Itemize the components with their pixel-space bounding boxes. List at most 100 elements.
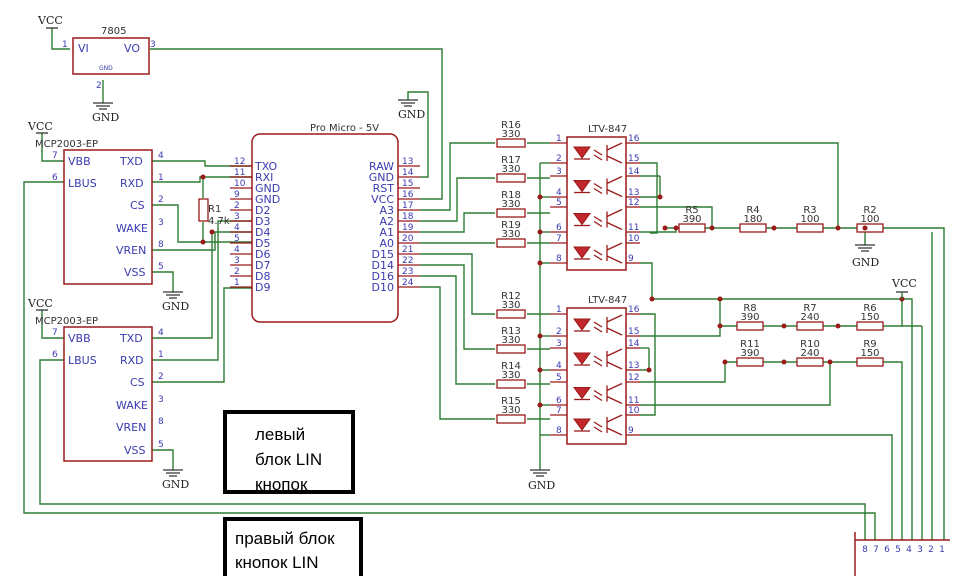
pro-micro-pin-label: VCC [371, 193, 394, 206]
pro-micro-pin-label: GND [369, 171, 394, 184]
opto-pin-number: 13 [628, 188, 639, 198]
resistor-ladder [678, 223, 706, 233]
pro-micro-pin-number: 24 [402, 278, 414, 288]
opto-top-name: LTV-847 [588, 124, 627, 135]
transistor-collector [606, 175, 623, 185]
resistor-series-value: 330 [501, 300, 520, 311]
resistor-series-ref: R14 [501, 361, 521, 372]
mcp-top-pin: 2 [158, 195, 164, 205]
pro-micro-pin-number: 23 [402, 267, 413, 277]
connector-pin-number: 4 [906, 545, 912, 555]
opto-pin-number: 8 [556, 254, 562, 264]
resistor-ladder-ref: R6 [863, 303, 876, 314]
regulator-7805: 7805 VI VO GND 1 3 2 [62, 26, 156, 91]
transistor-emitter [606, 327, 623, 336]
resistor-ladder [796, 223, 824, 233]
connector-pin-number: 1 [939, 545, 945, 555]
transistor-collector [606, 208, 623, 218]
light-arrow-icon [593, 355, 603, 362]
note-right-block: правый блок кнопок LIN [223, 517, 363, 576]
vcc-label: VCC [27, 120, 53, 133]
opto-pin-number: 4 [556, 361, 562, 371]
transistor-emitter [606, 221, 623, 231]
resistor-ladder-value: 390 [740, 348, 759, 359]
vcc-label: VCC [891, 277, 917, 290]
transistor-emitter [606, 255, 623, 264]
resistor-series-ref: R13 [501, 326, 521, 337]
gnd-label: GND [162, 300, 189, 313]
opto-pin-number: 3 [556, 339, 562, 349]
connector-pin-number: 8 [862, 545, 868, 555]
resistor-ladder-value: 100 [800, 214, 819, 225]
vcc-label: VCC [37, 14, 63, 27]
pro-micro-pin-label: A2 [379, 215, 394, 228]
mcp-bottom-pin: 2 [158, 372, 164, 382]
pro-micro-pin-number: 15 [402, 179, 413, 189]
resistor-ladder [796, 357, 824, 367]
mcp-bottom-pin-label: TXD [119, 332, 143, 345]
resistor-series-ref: R18 [501, 190, 521, 201]
resistor-ladder [736, 357, 764, 367]
resistor-series-ref: R15 [501, 396, 521, 407]
opto-pin-number: 8 [556, 426, 562, 436]
resistor-series [496, 238, 526, 248]
connector-pin-number: 6 [884, 545, 890, 555]
resistor-series [496, 344, 526, 354]
led-icon [573, 318, 591, 331]
resistor-series [496, 173, 526, 183]
led-icon [573, 246, 591, 259]
pro-micro-pin-label: RST [373, 182, 395, 195]
mcp-bottom-pin-label: WAKE [116, 399, 148, 412]
resistor-ladder-ref: R5 [685, 205, 698, 216]
pro-micro-pin-number: 12 [234, 157, 245, 167]
resistor-ladder-ref: R3 [803, 205, 816, 216]
pro-micro-pin-label: D6 [255, 248, 270, 261]
mcp-bottom-pin-label: VSS [124, 444, 146, 457]
pro-micro-pin-number: 2 [234, 201, 240, 211]
transistor-emitter [606, 188, 623, 198]
regulator-gnd-label: GND [99, 65, 113, 72]
resistor-series-ref: R12 [501, 291, 521, 302]
mcp-top-pin: 5 [158, 262, 164, 272]
resistor-series-value: 330 [501, 229, 520, 240]
light-arrow-icon [593, 360, 603, 367]
mcp-top-pin-label: LBUS [68, 177, 97, 190]
mcp-top-pin: 7 [52, 151, 58, 161]
light-arrow-icon [593, 220, 603, 228]
opto-pin-number: 11 [628, 223, 639, 233]
mcp-top-pin: 8 [158, 240, 164, 250]
gnd-label: GND [528, 479, 555, 492]
junctions [200, 174, 905, 408]
mcp-bottom-pin: 1 [158, 350, 164, 360]
opto-pin-number: 9 [628, 426, 634, 436]
mcp-bottom-pin: 6 [52, 350, 58, 360]
resistor-ladder-value: 390 [682, 214, 701, 225]
series-resistors: R16330R17330R18330R19330R12330R13330R143… [496, 120, 526, 424]
mcp-top-pin-label: RXD [120, 177, 144, 190]
pro-micro-pin-number: 20 [402, 234, 414, 244]
opto-pin-number: 11 [628, 396, 639, 406]
led-icon [573, 418, 591, 431]
transistor-emitter [606, 395, 623, 405]
pro-micro-pin-label: GND [255, 182, 280, 195]
pro-micro-pin-number: 18 [402, 212, 414, 222]
pro-micro-pin-number: 9 [234, 190, 240, 200]
pro-micro-pin-number: 1 [234, 278, 240, 288]
pro-micro-pin-number: 4 [234, 245, 240, 255]
pro-micro-pin-label: GND [255, 193, 280, 206]
led-icon [573, 180, 591, 193]
resistor-ladder-ref: R10 [800, 339, 820, 350]
resistor-ladder [736, 321, 764, 331]
pro-micro-pin-number: 13 [402, 157, 413, 167]
resistor-series-value: 330 [501, 405, 520, 416]
led-icon [573, 146, 591, 159]
pro-micro-pin-label: D8 [255, 270, 270, 283]
led-icon [573, 387, 591, 400]
resistor-series [496, 138, 526, 148]
mcp-bottom-pin: 7 [52, 328, 58, 338]
pro-micro-pin-label: D16 [372, 270, 394, 283]
light-arrow-icon [593, 215, 603, 223]
regulator-pin-3: 3 [150, 40, 156, 50]
regulator-pin-2: 2 [96, 81, 102, 91]
